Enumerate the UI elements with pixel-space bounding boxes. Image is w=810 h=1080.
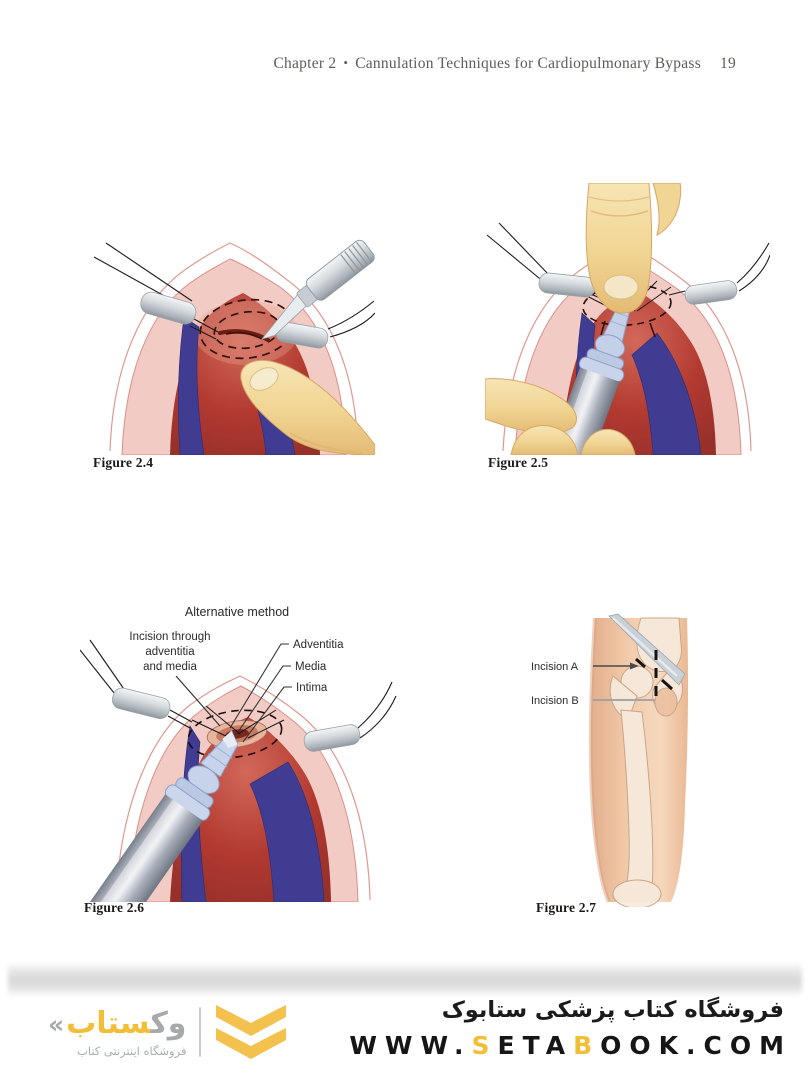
header-bullet: •: [343, 55, 349, 70]
figure-2-7-illustration: Incision A Incision B: [531, 613, 689, 907]
suture-threads-right: [668, 242, 770, 296]
figure-2-4-illustration: [93, 239, 375, 455]
suture-threads-left: [80, 639, 193, 729]
url-ook-com: OOK.COM: [600, 1031, 792, 1060]
incision-marks: [635, 650, 674, 704]
chevron-emblem-icon: [216, 1005, 287, 1059]
incision-label-line2: adventitia: [145, 646, 195, 658]
aortic-cannula: [80, 730, 239, 902]
store-name: فروشگاه کتاب پزشکی ستابوک: [441, 997, 784, 1023]
figure-2-7-caption: Figure 2.7: [536, 900, 597, 915]
url-www: WWW.: [349, 1031, 472, 1060]
leader-line-incision: [175, 675, 221, 727]
page-number: 19: [720, 55, 736, 72]
logo-wordmark: « وکستاب: [48, 1007, 186, 1040]
label-adventitia: Adventitia: [293, 639, 344, 651]
figure-2-5-illustration: [485, 183, 770, 455]
annotation-title: Alternative method: [185, 605, 289, 619]
annotations: Alternative method Incision through adve…: [129, 605, 344, 743]
suture-snare-left: [111, 687, 171, 719]
logo-tagline: فروشگاه اینترنتی کتاب: [77, 1043, 187, 1058]
figure-2-6-illustration: Alternative method Incision through adve…: [80, 605, 397, 902]
label-incision-a: Incision A: [531, 661, 579, 673]
setabook-logo: « وکستاب فروشگاه اینترنتی کتاب: [48, 1003, 288, 1061]
suture-snare-right: [684, 280, 738, 305]
suture-snare-right: [303, 724, 361, 752]
inguinal-ligament: [608, 613, 686, 686]
label-intima: Intima: [296, 682, 328, 694]
femoral-condyles: [612, 879, 662, 907]
url-s-gold: S: [471, 1031, 498, 1060]
url-b-gold: B: [573, 1031, 601, 1060]
figure-2-4-caption: Figure 2.4: [93, 455, 154, 470]
logo-text-block: « وکستاب فروشگاه اینترنتی کتاب: [48, 1007, 186, 1058]
fingernail: [249, 367, 279, 391]
chapter-title: Cannulation Techniques for Cardiopulmona…: [355, 55, 701, 72]
pelvis-bone: [636, 617, 682, 673]
page-header: Chapter 2 • Cannulation Techniques for Car…: [0, 55, 736, 73]
arrowhead-a: [630, 662, 639, 670]
logo-divider: [199, 1007, 202, 1057]
hand: [485, 378, 636, 455]
label-media: Media: [295, 661, 327, 673]
finger: [240, 360, 375, 455]
figure-2-6-caption: Figure 2.6: [84, 900, 145, 915]
bones: [609, 617, 684, 907]
suture-threads-right: [357, 681, 397, 739]
suture-threads-right: [327, 300, 375, 338]
website-url: WWW.SETABOOK.COM: [349, 1031, 792, 1060]
incision-core: [225, 331, 263, 340]
wordmark-gray-part: وک: [150, 1005, 187, 1041]
guillemet-mark: «: [48, 1009, 65, 1039]
chapter-number: Chapter 2: [273, 55, 337, 72]
obturator-foramen: [654, 687, 678, 717]
vein-right: [249, 761, 325, 902]
fingernail: [603, 274, 639, 300]
incision-a-mark: [635, 657, 646, 669]
purse-string-suture: [187, 705, 285, 759]
annotations: Incision A Incision B: [531, 661, 655, 707]
vein-right: [631, 332, 702, 455]
incision-label-line3: and media: [143, 661, 197, 673]
scalpel: [260, 239, 375, 340]
finger: [585, 183, 682, 314]
incision-label-line1: Incision through: [129, 631, 210, 643]
leader-lines-layers: [229, 643, 292, 743]
page-edge-shadow: [8, 963, 802, 995]
figure-2-5-caption: Figure 2.5: [488, 455, 549, 470]
suture-snare-left: [140, 291, 197, 325]
url-eta: ETA: [497, 1031, 574, 1060]
label-incision-b: Incision B: [531, 695, 579, 707]
vein-left: [178, 316, 205, 455]
footer-text-block: فروشگاه کتاب پزشکی ستابوک WWW.SETABOOK.C…: [349, 997, 784, 1060]
suture-snare-left: [538, 272, 596, 298]
wordmark-gold-part: ستاب: [66, 1005, 151, 1041]
